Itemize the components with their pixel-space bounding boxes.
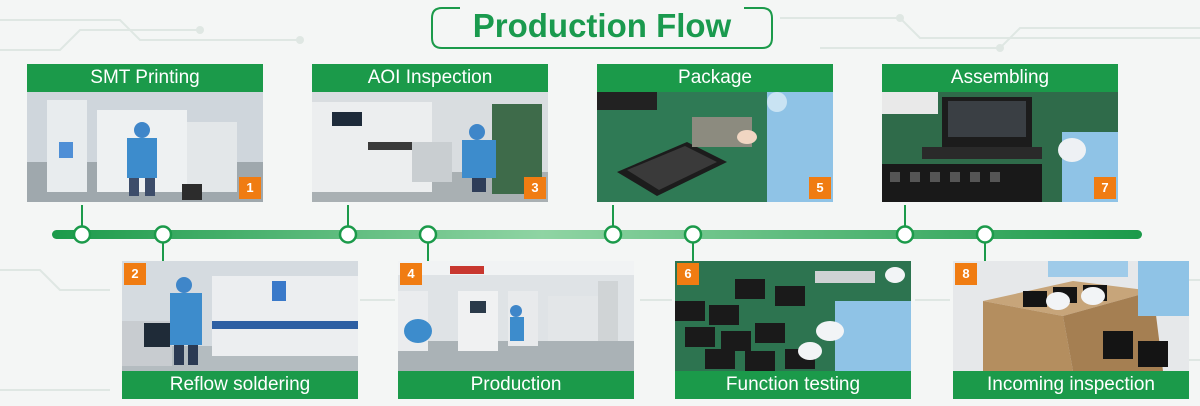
timeline-node-5: [603, 225, 623, 244]
step-card-7: Assembling 7: [882, 64, 1118, 202]
timeline-node-6: [683, 225, 703, 244]
step-card-2: 2 Reflow soldering: [122, 261, 358, 399]
timeline-bar: [52, 230, 1142, 239]
title-banner: Production Flow: [430, 6, 774, 50]
step-label: Reflow soldering: [122, 371, 358, 399]
timeline-node-8: [975, 225, 995, 244]
title-frame: [431, 7, 773, 49]
timeline-node-3: [338, 225, 358, 244]
step-number-badge: 4: [400, 263, 422, 285]
step-number-badge: 2: [124, 263, 146, 285]
timeline-node-4: [418, 225, 438, 244]
step-photo: 7: [882, 92, 1118, 202]
step-photo: 6: [675, 261, 911, 371]
step-number-badge: 3: [524, 177, 546, 199]
step-photo: 2: [122, 261, 358, 371]
page-title: Production Flow: [472, 7, 732, 44]
step-photo: 3: [312, 92, 548, 202]
timeline-node-1: [72, 225, 92, 244]
step-card-4: 4 Production: [398, 261, 634, 399]
step-photo: 1: [27, 92, 263, 202]
timeline-node-2: [153, 225, 173, 244]
step-card-8: 8 Incoming inspection: [953, 261, 1189, 399]
step-photo: 8: [953, 261, 1189, 371]
timeline: [52, 205, 1142, 261]
step-number-badge: 6: [677, 263, 699, 285]
step-card-6: 6 Function testing: [675, 261, 911, 399]
step-card-1: SMT Printing 1: [27, 64, 263, 202]
step-card-3: AOI Inspection 3: [312, 64, 548, 202]
timeline-node-7: [895, 225, 915, 244]
step-number-badge: 7: [1094, 177, 1116, 199]
step-label: Assembling: [882, 64, 1118, 92]
step-number-badge: 5: [809, 177, 831, 199]
step-photo: 4: [398, 261, 634, 371]
step-label: SMT Printing: [27, 64, 263, 92]
step-label: Function testing: [675, 371, 911, 399]
step-label: Production: [398, 371, 634, 399]
step-label: AOI Inspection: [312, 64, 548, 92]
step-photo: 5: [597, 92, 833, 202]
step-number-badge: 8: [955, 263, 977, 285]
step-label: Package: [597, 64, 833, 92]
step-card-5: Package 5: [597, 64, 833, 202]
step-number-badge: 1: [239, 177, 261, 199]
step-label: Incoming inspection: [953, 371, 1189, 399]
